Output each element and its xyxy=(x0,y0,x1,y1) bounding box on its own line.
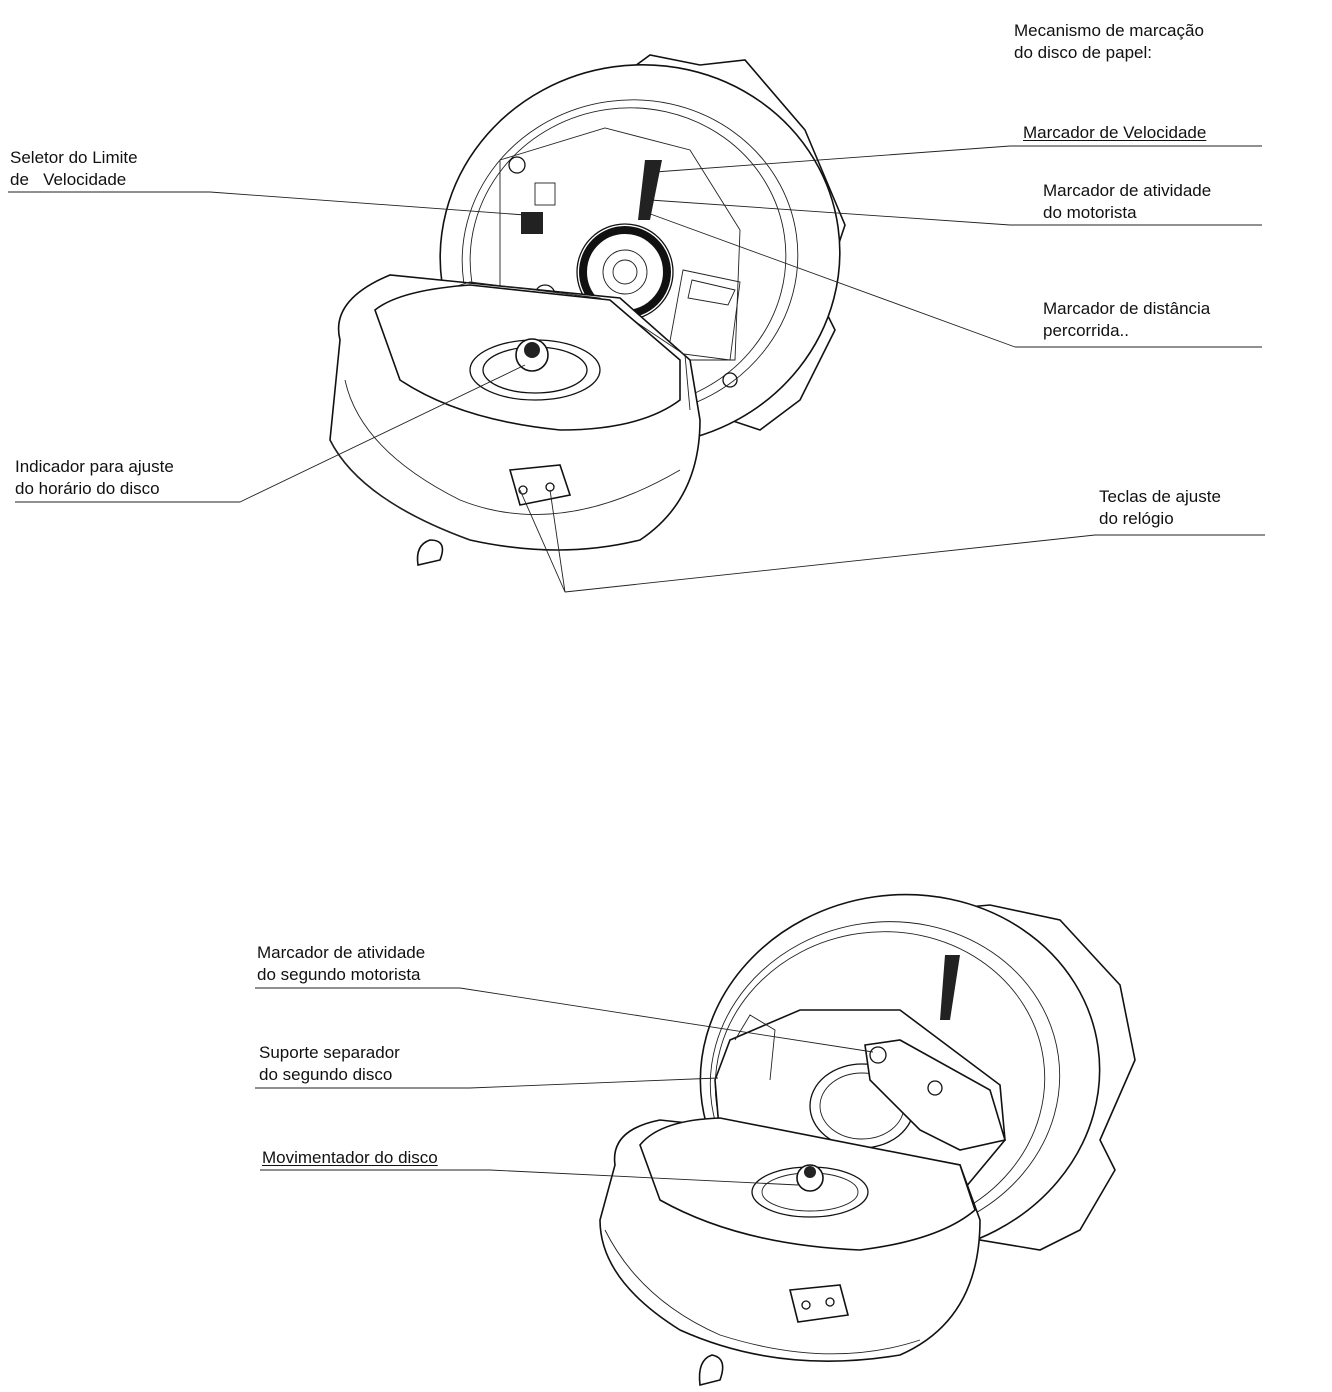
label-movimentador-text: Movimentador do disco xyxy=(262,1148,438,1167)
label-suporte-line1: Suporte separador xyxy=(259,1043,400,1062)
label-indicador-line1: Indicador para ajuste xyxy=(15,457,174,476)
label-seletor-line1: Seletor do Limite xyxy=(10,148,138,167)
leader-lines-top xyxy=(8,145,1265,593)
label-marcador-velocidade-text: Marcador de Velocidade xyxy=(1023,123,1207,142)
label-marcador-atividade: Marcador de atividade do motorista xyxy=(1043,180,1211,224)
label-marcador-distancia-line2: percorrida.. xyxy=(1043,321,1129,340)
label-suporte-line2: do segundo disco xyxy=(259,1065,393,1084)
label-seletor: Seletor do Limite de Velocidade xyxy=(10,147,138,191)
label-seletor-line2: de Velocidade xyxy=(10,170,127,189)
tachograph-top-drawing xyxy=(329,54,846,566)
label-teclas-line2: do relógio xyxy=(1099,509,1174,528)
label-marcador-atividade-line1: Marcador de atividade xyxy=(1043,181,1212,200)
label-movimentador: Movimentador do disco xyxy=(262,1147,438,1169)
label-segundo-motorista-line2: do segundo motorista xyxy=(257,965,421,984)
label-mecanismo: Mecanismo de marcação do disco de papel: xyxy=(1014,20,1204,64)
label-marcador-atividade-line2: do motorista xyxy=(1043,203,1137,222)
label-segundo-motorista: Marcador de atividade do segundo motoris… xyxy=(257,942,425,986)
label-indicador-line2: do horário do disco xyxy=(15,479,160,498)
label-mecanismo-line1: Mecanismo de marcação xyxy=(1014,21,1204,40)
label-suporte: Suporte separador do segundo disco xyxy=(259,1042,400,1086)
label-indicador: Indicador para ajuste do horário do disc… xyxy=(15,456,174,500)
leader-lines-bottom xyxy=(255,987,874,1186)
label-mecanismo-line2: do disco de papel: xyxy=(1014,43,1152,62)
label-marcador-distancia-line1: Marcador de distância xyxy=(1043,299,1211,318)
label-teclas: Teclas de ajuste do relógio xyxy=(1099,486,1221,530)
label-marcador-distancia: Marcador de distância percorrida.. xyxy=(1043,298,1210,342)
tachograph-bottom-drawing xyxy=(599,893,1136,1386)
label-segundo-motorista-line1: Marcador de atividade xyxy=(257,943,426,962)
label-marcador-velocidade: Marcador de Velocidade xyxy=(1023,122,1206,144)
label-teclas-line1: Teclas de ajuste xyxy=(1099,487,1221,506)
